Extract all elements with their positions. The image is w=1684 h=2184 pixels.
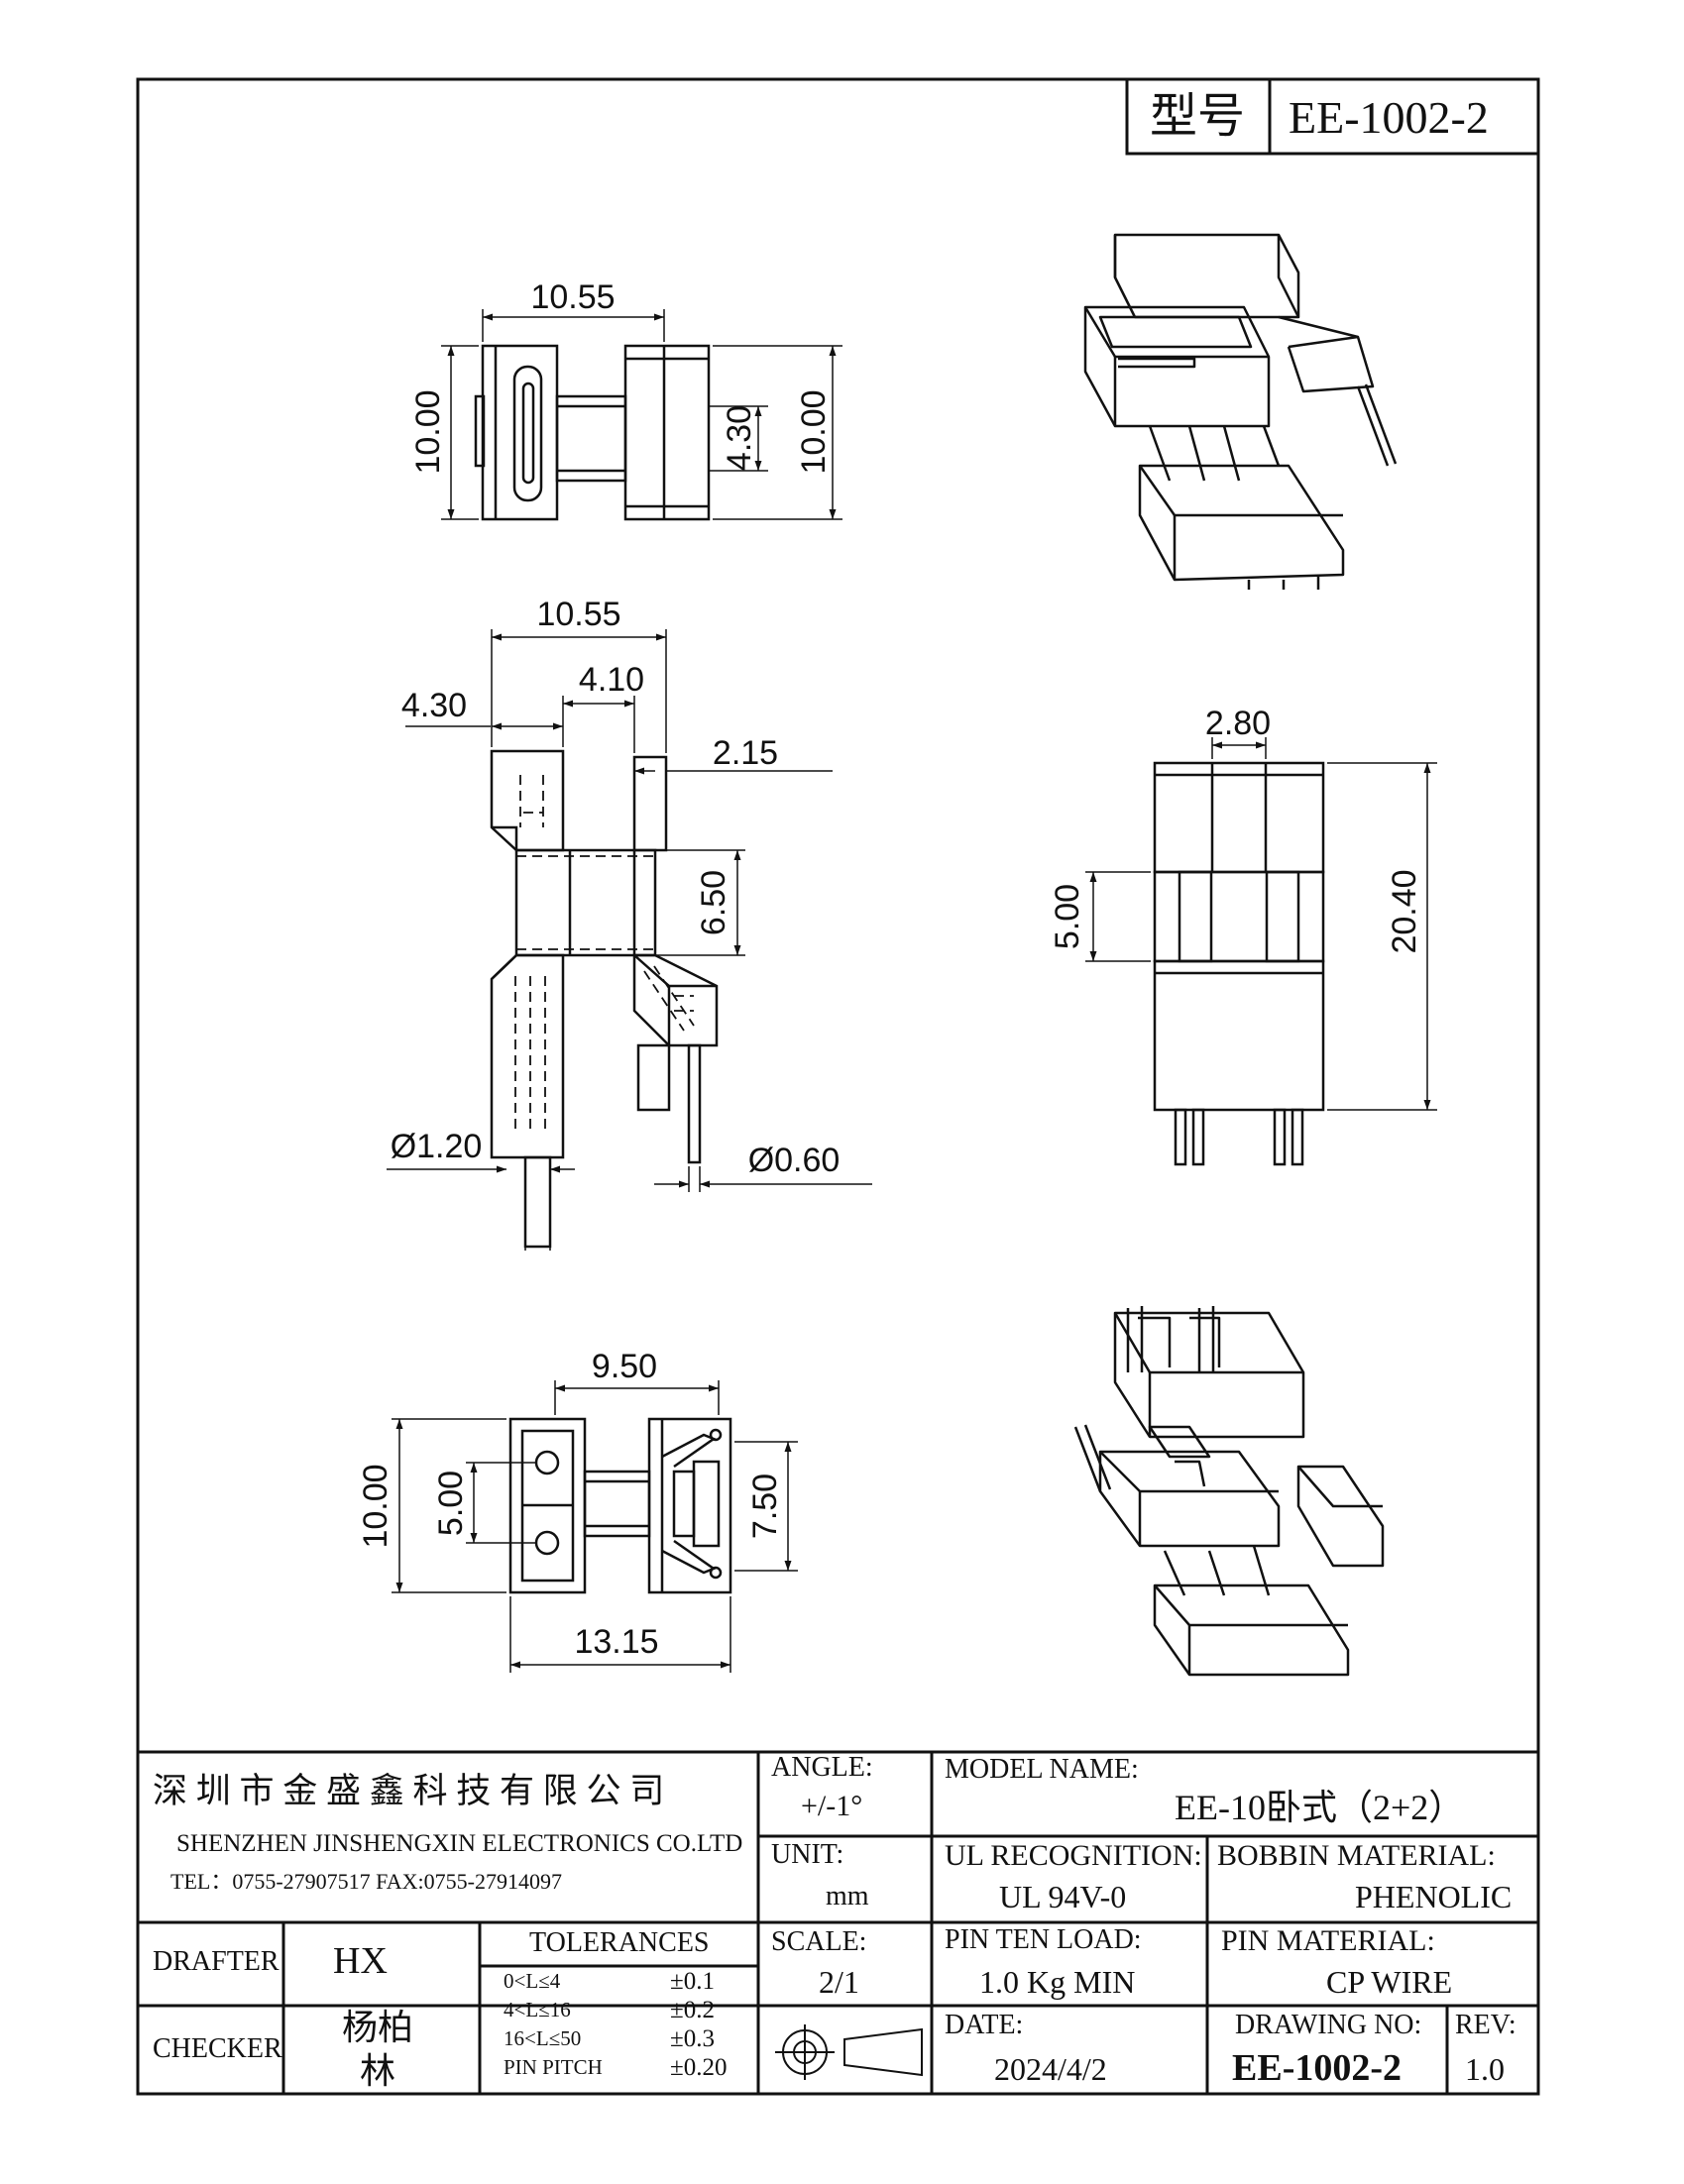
model-value: EE-1002-2 [1289,92,1489,143]
tolerance-range: 4<L≤16 [504,1998,571,2021]
bottom-view-dimensions [392,1380,798,1673]
angle-label: ANGLE: [771,1752,873,1783]
pin-diameter-left-dim: Ø1.20 [391,1128,483,1165]
bottom-view [508,1417,732,1594]
bottom-height-dim: 10.00 [357,1464,394,1548]
bottom-right-height-dim: 7.50 [746,1474,784,1539]
company-tel-fax: TEL：0755-27907517 FAX:0755-27914097 [170,1869,562,1894]
front-view-dimensions [1085,737,1437,1111]
top-height-right-dim: 10.00 [795,389,833,474]
ul-recognition-value: UL 94V-0 [999,1879,1127,1914]
tolerance-value: ±0.2 [670,1997,715,2023]
pin-diameter-right-dim: Ø0.60 [748,1142,841,1179]
side-pin-offset-dim: 2.15 [713,734,778,772]
drawing-no-value: EE-1002-2 [1232,2047,1402,2089]
top-height-left-dim: 10.00 [409,389,447,474]
side-left-dim: 4.30 [401,687,467,724]
checker-value-line1: 杨柏 [342,2008,414,2047]
date-label: DATE: [945,2010,1024,2040]
company-name-cn: 深 圳 市 金 盛 鑫 科 技 有 限 公 司 [153,1772,665,1810]
checker-label: CHECKER [153,2033,282,2064]
top-view-dimensions [441,309,842,520]
pin-ten-load-label: PIN TEN LOAD: [945,1924,1142,1955]
title-block-grid [138,1750,1538,2094]
rev-label: REV: [1455,2010,1516,2040]
tolerance-value: ±0.3 [670,2025,715,2052]
front-height-dim: 20.40 [1386,869,1423,953]
side-core-height-dim: 6.50 [695,870,732,935]
bobbin-material-value: PHENOLIC [1355,1879,1513,1914]
model-header-box [1125,77,1540,156]
top-view [474,344,711,521]
tolerance-range: 0<L≤4 [504,1969,561,1993]
top-core-dim: 4.30 [721,405,758,471]
tolerance-range: 16<L≤50 [504,2026,582,2050]
drawing-no-label: DRAWING NO: [1235,2010,1422,2040]
front-core-dim: 2.80 [1205,705,1271,742]
drafter-label: DRAFTER [153,1946,280,1977]
date-value: 2024/4/2 [994,2051,1107,2087]
bottom-width-dim: 13.15 [574,1623,658,1661]
unit-value: mm [826,1881,869,1911]
model-name-value: EE-10卧式（2+2） [1175,1788,1465,1827]
checker-value-line2: 林 [360,2051,396,2091]
rev-value: 1.0 [1465,2051,1505,2087]
angle-value: +/-1° [801,1790,863,1822]
side-view-hidden-lines [514,775,695,1130]
top-width-dim: 10.55 [530,278,615,316]
scale-value: 2/1 [819,1964,859,2000]
isometric-view-bottom [1073,1306,1385,1677]
pin-ten-load-value: 1.0 Kg MIN [979,1964,1136,2000]
tolerance-value: ±0.20 [670,2054,728,2081]
company-name-en: SHENZHEN JINSHENGXIN ELECTRONICS CO.LTD [176,1830,743,1857]
tolerance-range: PIN PITCH [504,2055,603,2079]
pin-material-value: CP WIRE [1326,1964,1453,2000]
side-view [490,749,719,1249]
isometric-view-top [1083,233,1398,590]
front-slot-dim: 5.00 [1049,884,1086,949]
bottom-pin-pitch-dim: 9.50 [592,1348,657,1385]
unit-label: UNIT: [771,1839,844,1870]
ul-recognition-label: UL RECOGNITION: [945,1839,1202,1872]
front-view [1153,761,1325,1166]
side-mid-dim: 4.10 [579,661,644,699]
tolerances-label: TOLERANCES [529,1927,710,1958]
projection-symbol [775,2024,923,2080]
scale-label: SCALE: [771,1926,867,1957]
bottom-slot-dim: 5.00 [432,1471,470,1536]
tolerance-value: ±0.1 [670,1968,715,1995]
drafter-value: HX [333,1940,388,1982]
model-label: 型号 [1150,90,1246,143]
bobbin-material-label: BOBBIN MATERIAL: [1217,1839,1496,1872]
side-view-dimensions [387,629,872,1251]
pin-material-label: PIN MATERIAL: [1221,1924,1435,1957]
drawing-border [136,77,1540,2096]
model-name-label: MODEL NAME: [945,1754,1139,1785]
side-width-dim: 10.55 [536,596,620,633]
